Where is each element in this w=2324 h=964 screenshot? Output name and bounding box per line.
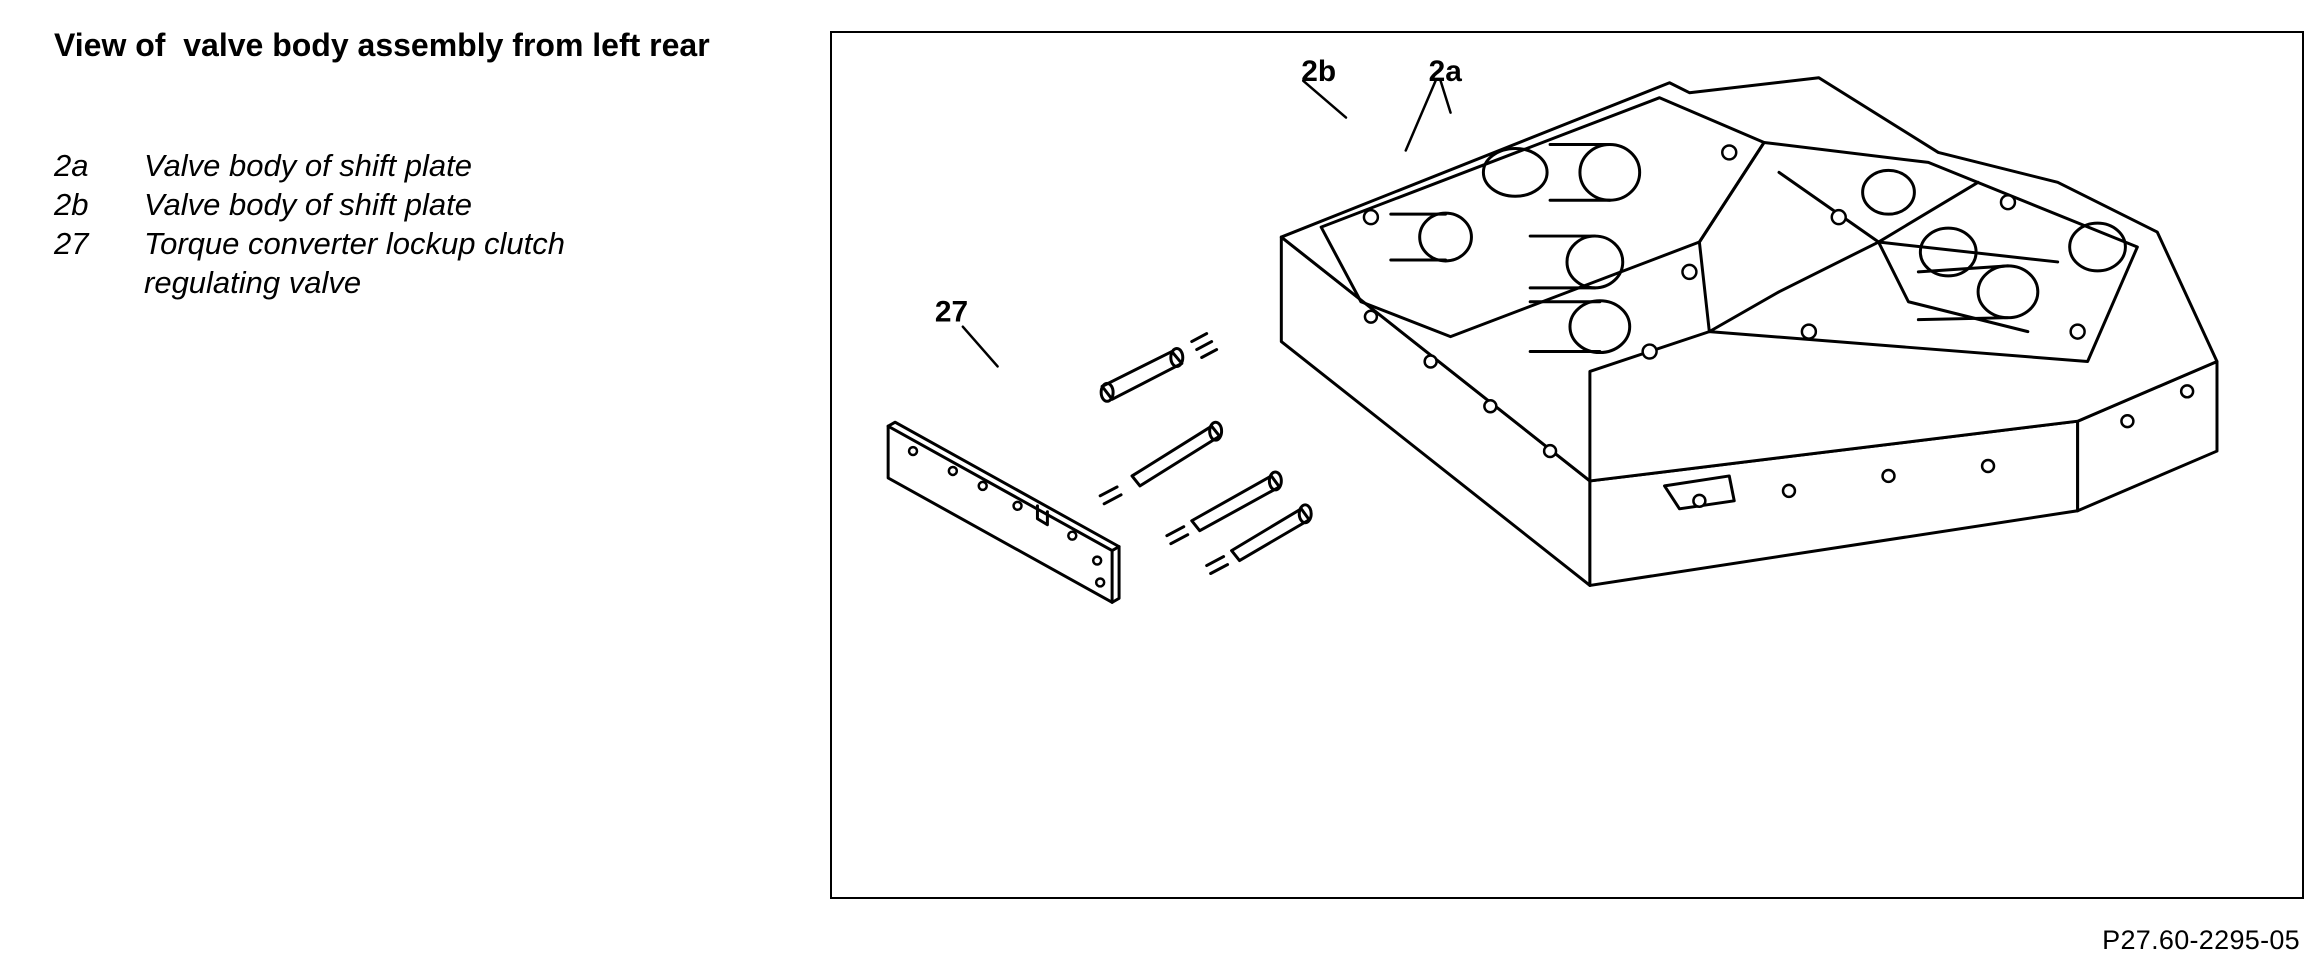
legend-list: 2a Valve body of shift plate 2b Valve bo… [54, 146, 754, 302]
legend-item: 2b Valve body of shift plate [54, 185, 754, 224]
legend-code: 2b [54, 187, 89, 222]
callout-leaders [961, 79, 1452, 368]
valve-spools [1098, 332, 1313, 575]
page-title: View of valve body assembly from left re… [54, 27, 710, 63]
legend-item: 2a Valve body of shift plate [54, 146, 754, 185]
callout-2a: 2a [1429, 55, 1463, 88]
callout-27: 27 [935, 296, 968, 329]
legend-description: Valve body of shift plate [144, 187, 472, 222]
figure-frame: 2b 2a 27 [830, 31, 2304, 899]
valve-body-assembly [1279, 76, 2219, 587]
legend-description: Valve body of shift plate [144, 148, 472, 183]
legend-description: Torque converter lockup clutch regulatin… [144, 226, 566, 300]
figure-reference: P27.60-2295-05 [2102, 925, 2300, 955]
callout-2b: 2b [1301, 55, 1336, 88]
separator-plate [886, 420, 1121, 604]
legend-item: 27 Torque converter lockup clutch regula… [54, 224, 754, 302]
valve-body-illustration: 2b 2a 27 [886, 55, 2219, 604]
legend-code: 2a [54, 148, 89, 183]
legend-code: 27 [54, 226, 89, 261]
